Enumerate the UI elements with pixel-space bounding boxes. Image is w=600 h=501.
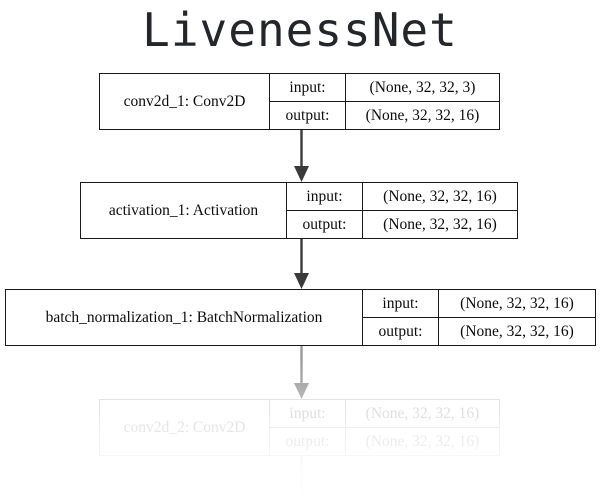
output-shape: (None, 32, 32, 16): [365, 106, 480, 124]
input-shape: (None, 32, 32, 16): [383, 187, 497, 205]
node-input-row-conv2d_1: input: (None, 32, 32, 3): [270, 74, 499, 102]
page-title: LivenessNet: [142, 3, 458, 57]
output-label: output:: [287, 211, 363, 238]
node-input-row-activation_1: input: (None, 32, 32, 16): [287, 183, 517, 211]
input-shape: (None, 32, 32, 16): [365, 404, 480, 422]
output-label: output:: [270, 102, 346, 129]
node-label-activation_1: activation_1: Activation: [81, 183, 287, 238]
input-label: input:: [363, 290, 439, 317]
input-shape: (None, 32, 32, 3): [369, 78, 476, 96]
node-activation_1[interactable]: activation_1: Activation input: (None, 3…: [80, 182, 518, 239]
input-shape: (None, 32, 32, 16): [460, 294, 574, 312]
input-label: input:: [287, 183, 363, 210]
output-shape: (None, 32, 32, 16): [460, 322, 574, 340]
edge-conv2d_1-activation_1: [294, 130, 309, 182]
node-label-conv2d_2: conv2d_2: Conv2D: [100, 400, 270, 455]
output-shape: (None, 32, 32, 16): [383, 215, 497, 233]
node-conv2d_1[interactable]: conv2d_1: Conv2D input: (None, 32, 32, 3…: [99, 73, 500, 130]
node-label-conv2d_1: conv2d_1: Conv2D: [100, 74, 270, 129]
node-label-batch_normalization_1: batch_normalization_1: BatchNormalizatio…: [6, 290, 363, 345]
node-output-row-batch_normalization_1: output: (None, 32, 32, 16): [363, 318, 595, 345]
output-label: output:: [270, 428, 346, 455]
node-input-row-batch_normalization_1: input: (None, 32, 32, 16): [363, 290, 595, 318]
node-io-batch_normalization_1: input: (None, 32, 32, 16) output: (None,…: [363, 290, 595, 345]
edge-batch_normalization_1-conv2d_2: [294, 345, 309, 399]
node-output-row-activation_1: output: (None, 32, 32, 16): [287, 211, 517, 238]
node-input-row-conv2d_2: input: (None, 32, 32, 16): [270, 400, 499, 428]
edge-activation_1-batch_normalization_1: [294, 238, 309, 289]
node-output-row-conv2d_2: output: (None, 32, 32, 16): [270, 428, 499, 455]
node-io-conv2d_2: input: (None, 32, 32, 16) output: (None,…: [270, 400, 499, 455]
node-output-row-conv2d_1: output: (None, 32, 32, 16): [270, 102, 499, 129]
node-batch_normalization_1[interactable]: batch_normalization_1: BatchNormalizatio…: [5, 289, 596, 346]
node-io-conv2d_1: input: (None, 32, 32, 3) output: (None, …: [270, 74, 499, 129]
node-io-activation_1: input: (None, 32, 32, 16) output: (None,…: [287, 183, 517, 238]
input-label: input:: [270, 400, 346, 427]
output-label: output:: [363, 318, 439, 345]
node-conv2d_2[interactable]: conv2d_2: Conv2D input: (None, 32, 32, 1…: [99, 399, 500, 456]
output-shape: (None, 32, 32, 16): [365, 432, 480, 450]
input-label: input:: [270, 74, 346, 101]
